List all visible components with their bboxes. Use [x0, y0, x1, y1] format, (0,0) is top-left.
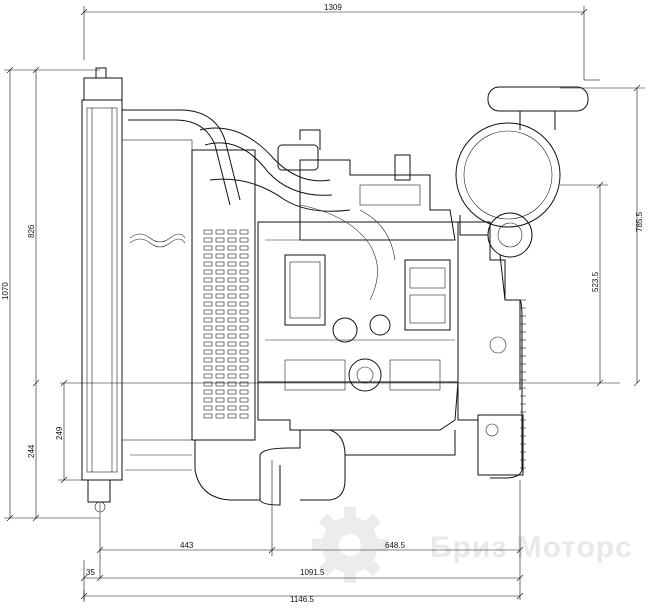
engine-block [257, 154, 459, 431]
fan-shroud [191, 149, 256, 441]
radiator [81, 67, 193, 520]
dim-offset-small: 35 [86, 568, 95, 577]
dim-base-right: 648.5 [385, 541, 406, 550]
dim-overall-length: 1309 [324, 3, 342, 12]
dim-height-below-axis-inner: 249 [55, 426, 64, 440]
gear-icon [312, 507, 388, 583]
watermark-logo: Бриз Моторс [312, 507, 633, 583]
oil-sump [125, 429, 456, 506]
dimension-lines [4, 6, 645, 602]
dim-height-below-axis: 244 [27, 444, 36, 458]
flywheel-housing [457, 221, 526, 479]
dim-length-overall-bottom: 1146.5 [290, 595, 314, 604]
flywheel-teeth [520, 299, 526, 469]
watermark-text: Бриз Моторс [430, 531, 633, 564]
dim-length-to-flywheel: 1091.5 [300, 568, 325, 577]
dim-height-to-top: 826 [27, 224, 36, 238]
dim-base-left: 443 [180, 541, 194, 550]
dim-total-height: 1070 [1, 282, 10, 300]
dim-mid-height-right: 523.5 [591, 271, 600, 292]
dimension-labels: 1309 1070 826 244 249 785.5 523.5 443 64… [1, 3, 644, 604]
dim-upper-height-right: 785.5 [635, 211, 644, 232]
louvre-grid [203, 229, 249, 419]
upper-hoses [122, 109, 351, 212]
air-filter-turbo [455, 86, 589, 301]
